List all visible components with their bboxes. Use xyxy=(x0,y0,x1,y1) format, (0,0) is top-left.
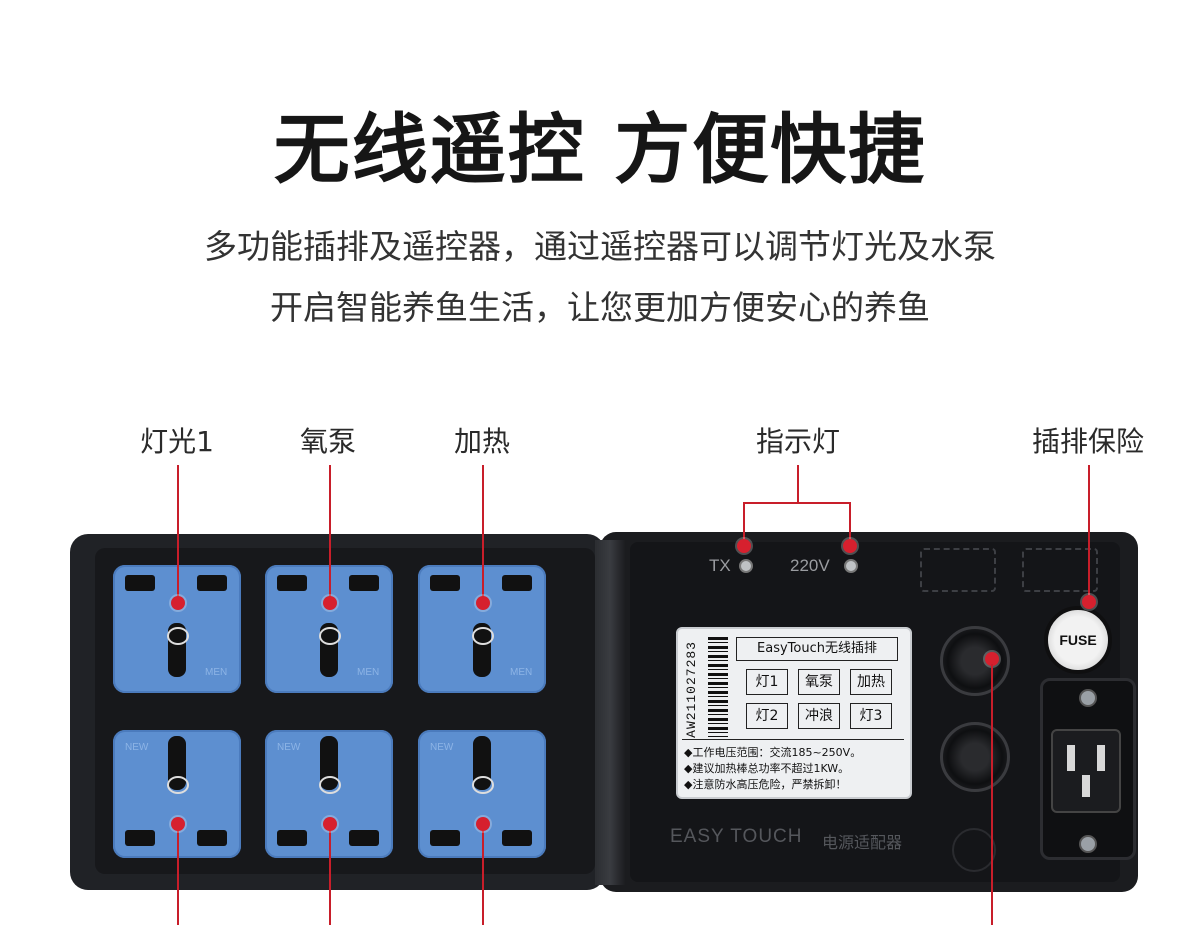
panel-warning-2: ◆建议加热棒总功率不超过1KW。 xyxy=(684,762,850,775)
indicator-220v-label: 220V xyxy=(790,556,830,575)
callout-dot-socket-4 xyxy=(171,817,185,831)
callout-dot-indicator-220v xyxy=(843,539,857,553)
callout-dot-socket-6 xyxy=(476,817,490,831)
socket-tag: NEW xyxy=(430,742,454,753)
indicator-220v-led xyxy=(844,559,858,573)
indicator-tx-led xyxy=(739,559,753,573)
vent-slot xyxy=(920,548,996,592)
callout-dot-fuse xyxy=(1082,595,1096,609)
label-panel: AW211027283 EasyTouch无线插排 灯1 氧泵 加热 灯2 冲浪… xyxy=(676,627,912,799)
socket-tag: MEN xyxy=(205,667,228,678)
brand-text-cn: 电源适配器 xyxy=(822,833,903,852)
callout-bracket-indicator xyxy=(743,502,851,504)
panel-button-light3: 灯3 xyxy=(850,703,892,729)
socket-tag: NEW xyxy=(125,742,149,753)
callout-line-socket-5 xyxy=(329,823,331,925)
socket-tag: MEN xyxy=(357,667,380,678)
cable-gland-bottom xyxy=(940,722,1010,792)
panel-button-pump: 氧泵 xyxy=(798,669,840,695)
power-strip-hinge xyxy=(595,540,625,885)
cable-gland-top xyxy=(940,626,1010,696)
callout-dot-heat xyxy=(476,596,490,610)
callout-line-indicator xyxy=(797,465,799,503)
callout-line-pump xyxy=(329,465,331,602)
callout-line-heat xyxy=(482,465,484,602)
panel-title: EasyTouch无线插排 xyxy=(736,637,898,661)
barcode xyxy=(708,637,728,737)
panel-button-light2: 灯2 xyxy=(746,703,788,729)
callout-dot-pump xyxy=(323,596,337,610)
panel-button-heat: 加热 xyxy=(850,669,892,695)
subtitle-line-2: 开启智能养鱼生活，让您更加方便安心的养鱼 xyxy=(270,288,930,327)
mount-hole xyxy=(952,828,996,872)
callout-line-socket-4 xyxy=(177,823,179,925)
power-inlet xyxy=(1040,678,1136,860)
callout-dot-light1 xyxy=(171,596,185,610)
indicator-tx-label: TX xyxy=(709,556,731,575)
callout-dot-indicator-tx xyxy=(737,539,751,553)
brand-text: EASY TOUCH xyxy=(670,826,803,847)
callout-pump: 氧泵 xyxy=(299,425,356,458)
panel-button-surf: 冲浪 xyxy=(798,703,840,729)
callout-dot-gland xyxy=(985,652,999,666)
fuse-label: FUSE xyxy=(1059,632,1097,648)
panel-warning-1: ◆工作电压范围：交流185~250V。 xyxy=(684,746,862,759)
socket-light1: MEN xyxy=(113,565,241,693)
vent-slot xyxy=(1022,548,1098,592)
callout-line-gland xyxy=(991,664,993,925)
callout-indicator: 指示灯 xyxy=(755,425,840,458)
fuse-holder: FUSE xyxy=(1044,606,1112,674)
callout-fuse: 插排保险 xyxy=(1031,425,1144,458)
callout-light1: 灯光1 xyxy=(140,425,214,458)
callout-line-indicator-220v xyxy=(849,502,851,544)
socket-heat: MEN xyxy=(418,565,546,693)
callout-line-fuse xyxy=(1088,465,1090,601)
callout-line-light1 xyxy=(177,465,179,602)
callout-heat: 加热 xyxy=(453,425,510,458)
socket-tag: NEW xyxy=(277,742,301,753)
subtitle-line-1: 多功能插排及遥控器，通过遥控器可以调节灯光及水泵 xyxy=(204,227,996,266)
panel-button-light1: 灯1 xyxy=(746,669,788,695)
callout-line-indicator-tx xyxy=(743,502,745,544)
panel-serial: AW211027283 xyxy=(684,641,699,738)
callout-dot-socket-5 xyxy=(323,817,337,831)
headline: 无线遥控 方便快捷 xyxy=(273,105,927,194)
socket-surf: NEW xyxy=(113,730,241,858)
socket-tag: MEN xyxy=(510,667,533,678)
callout-line-socket-6 xyxy=(482,823,484,925)
panel-warning-3: ◆注意防水高压危险，严禁拆卸！ xyxy=(684,778,847,791)
